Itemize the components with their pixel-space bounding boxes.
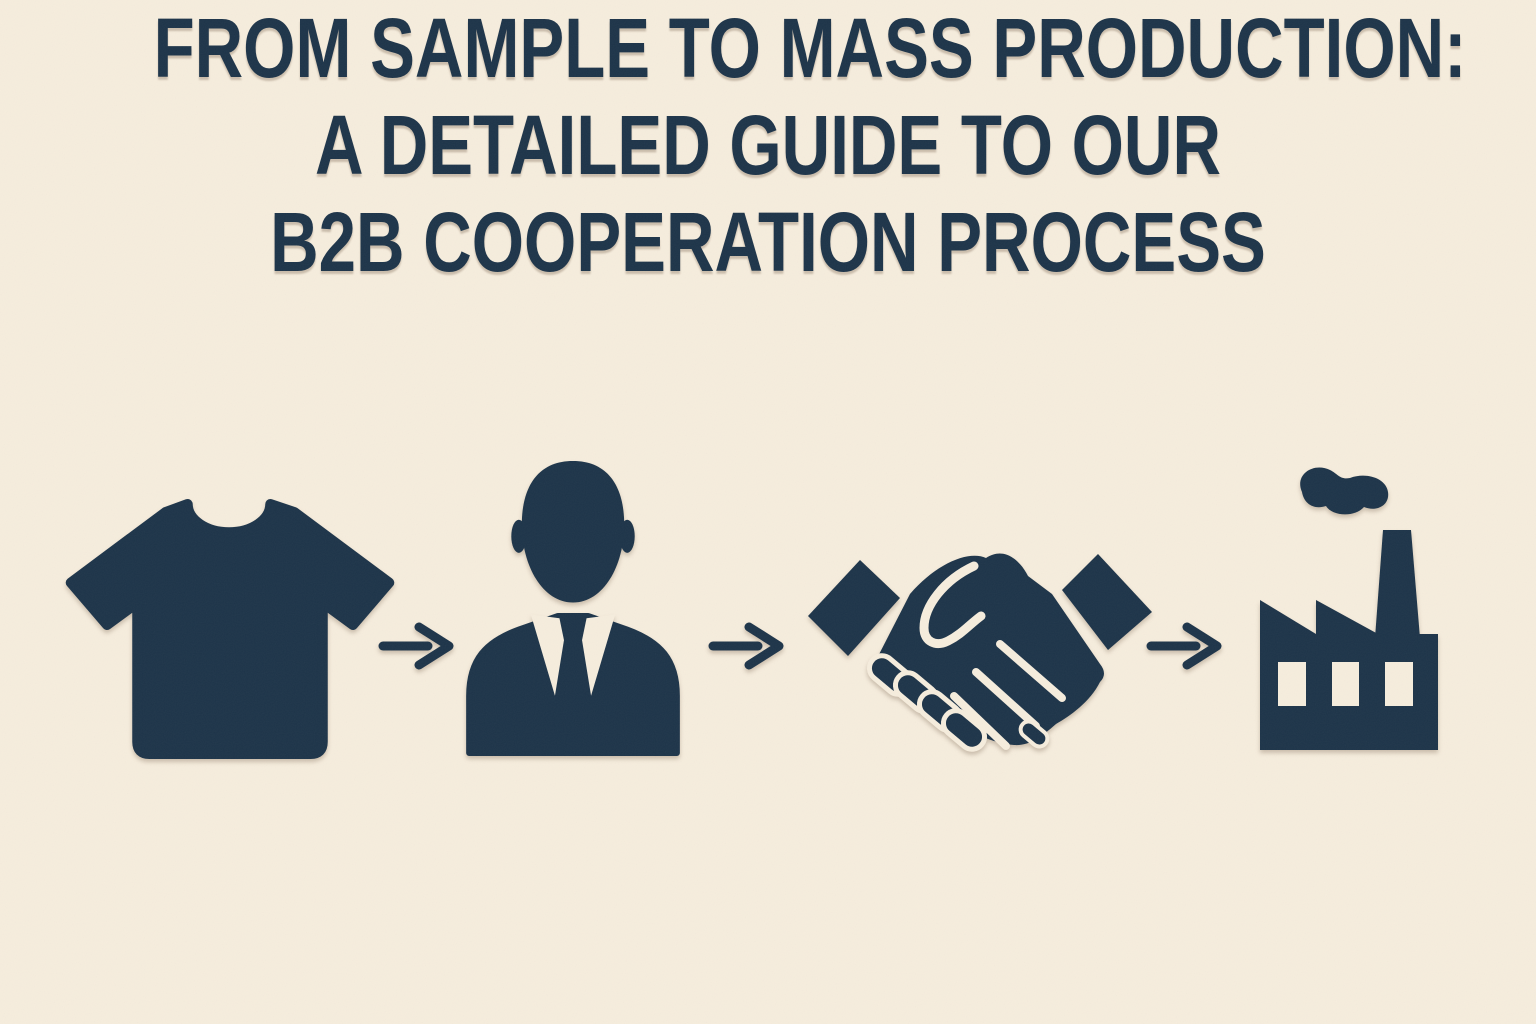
step-sample [64, 498, 396, 760]
handshake-icon [808, 553, 1152, 752]
factory-icon [1260, 467, 1438, 750]
step-mass-production [1254, 462, 1444, 754]
arrow-right-icon [1146, 620, 1226, 672]
arrow-right-icon [708, 620, 788, 672]
step-agreement [806, 528, 1154, 764]
arrow-right-icon [378, 620, 458, 672]
title-line-2: A DETAILED GUIDE TO OUR [315, 98, 1221, 192]
title-line-1: FROM SAMPLE TO MASS PRODUCTION: [153, 1, 1467, 95]
businessman-icon [466, 461, 680, 756]
title-line-3: B2B COOPERATION PROCESS [270, 195, 1266, 289]
title-block: FROM SAMPLE TO MASS PRODUCTION: A DETAIL… [0, 0, 1536, 291]
t-shirt-icon [65, 499, 395, 759]
step-businessman [458, 458, 685, 756]
